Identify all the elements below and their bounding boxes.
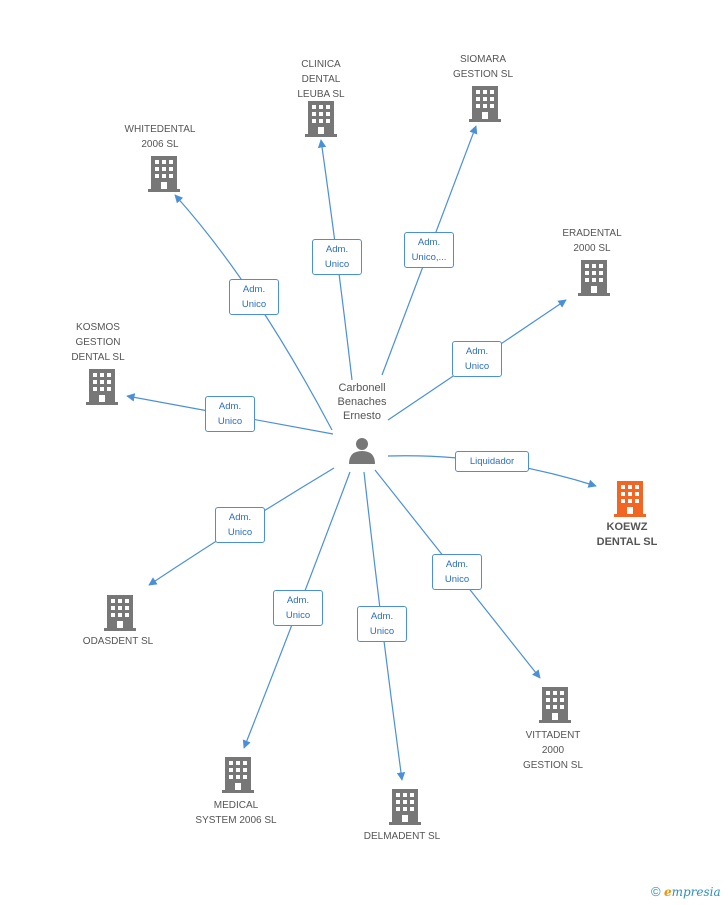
- edge-label-kosmos[interactable]: Adm. Unico: [205, 396, 255, 432]
- edge-label-siomara[interactable]: Adm. Unico,...: [404, 232, 454, 268]
- node-label-clinica[interactable]: CLINICA DENTAL LEUBA SL: [297, 59, 345, 100]
- vittadent-building-icon[interactable]: [539, 687, 571, 723]
- node-label-siomara[interactable]: SIOMARA GESTION SL: [452, 54, 513, 80]
- edge-label-vittadent[interactable]: Adm. Unico: [432, 554, 482, 590]
- clinica-building-icon[interactable]: [305, 101, 337, 137]
- edge-label-odasdent[interactable]: Adm. Unico: [215, 507, 265, 543]
- node-label-eradental[interactable]: ERADENTAL 2000 SL: [562, 228, 622, 254]
- node-label-vittadent[interactable]: VITTADENT 2000 GESTION SL: [522, 730, 583, 771]
- odasdent-building-icon[interactable]: [104, 595, 136, 631]
- node-label-whitedental[interactable]: WHITEDENTAL 2006 SL: [124, 124, 196, 150]
- edge-label-eradental[interactable]: Adm. Unico: [452, 341, 502, 377]
- eradental-building-icon[interactable]: [578, 260, 610, 296]
- center-person-label[interactable]: Carbonell Benaches Ernesto: [337, 382, 387, 422]
- brand-name: empresia: [663, 885, 721, 899]
- edge-label-clinica[interactable]: Adm. Unico: [312, 239, 362, 275]
- edge-label-whitedental[interactable]: Adm. Unico: [229, 279, 279, 315]
- edge-label-koewz[interactable]: Liquidador: [455, 450, 529, 472]
- node-label-kosmos[interactable]: KOSMOS GESTION DENTAL SL: [71, 322, 125, 363]
- node-label-odasdent[interactable]: ODASDENT SL: [82, 636, 154, 647]
- medical-building-icon[interactable]: [222, 757, 254, 793]
- siomara-building-icon[interactable]: [469, 86, 501, 122]
- koewz-building-icon[interactable]: [614, 481, 646, 517]
- node-label-medical[interactable]: MEDICAL SYSTEM 2006 SL: [195, 800, 277, 826]
- node-label-delmadent[interactable]: DELMADENT SL: [363, 831, 441, 842]
- empresia-logo: © empresia: [651, 884, 721, 899]
- edge-label-delmadent[interactable]: Adm. Unico: [357, 606, 407, 642]
- kosmos-building-icon[interactable]: [86, 369, 118, 405]
- edge-label-medical[interactable]: Adm. Unico: [273, 590, 323, 626]
- copyright-symbol: ©: [651, 884, 661, 899]
- delmadent-building-icon[interactable]: [389, 789, 421, 825]
- node-label-koewz[interactable]: KOEWZ DENTAL SL: [596, 521, 658, 548]
- whitedental-building-icon[interactable]: [148, 156, 180, 192]
- person-icon[interactable]: [349, 438, 375, 464]
